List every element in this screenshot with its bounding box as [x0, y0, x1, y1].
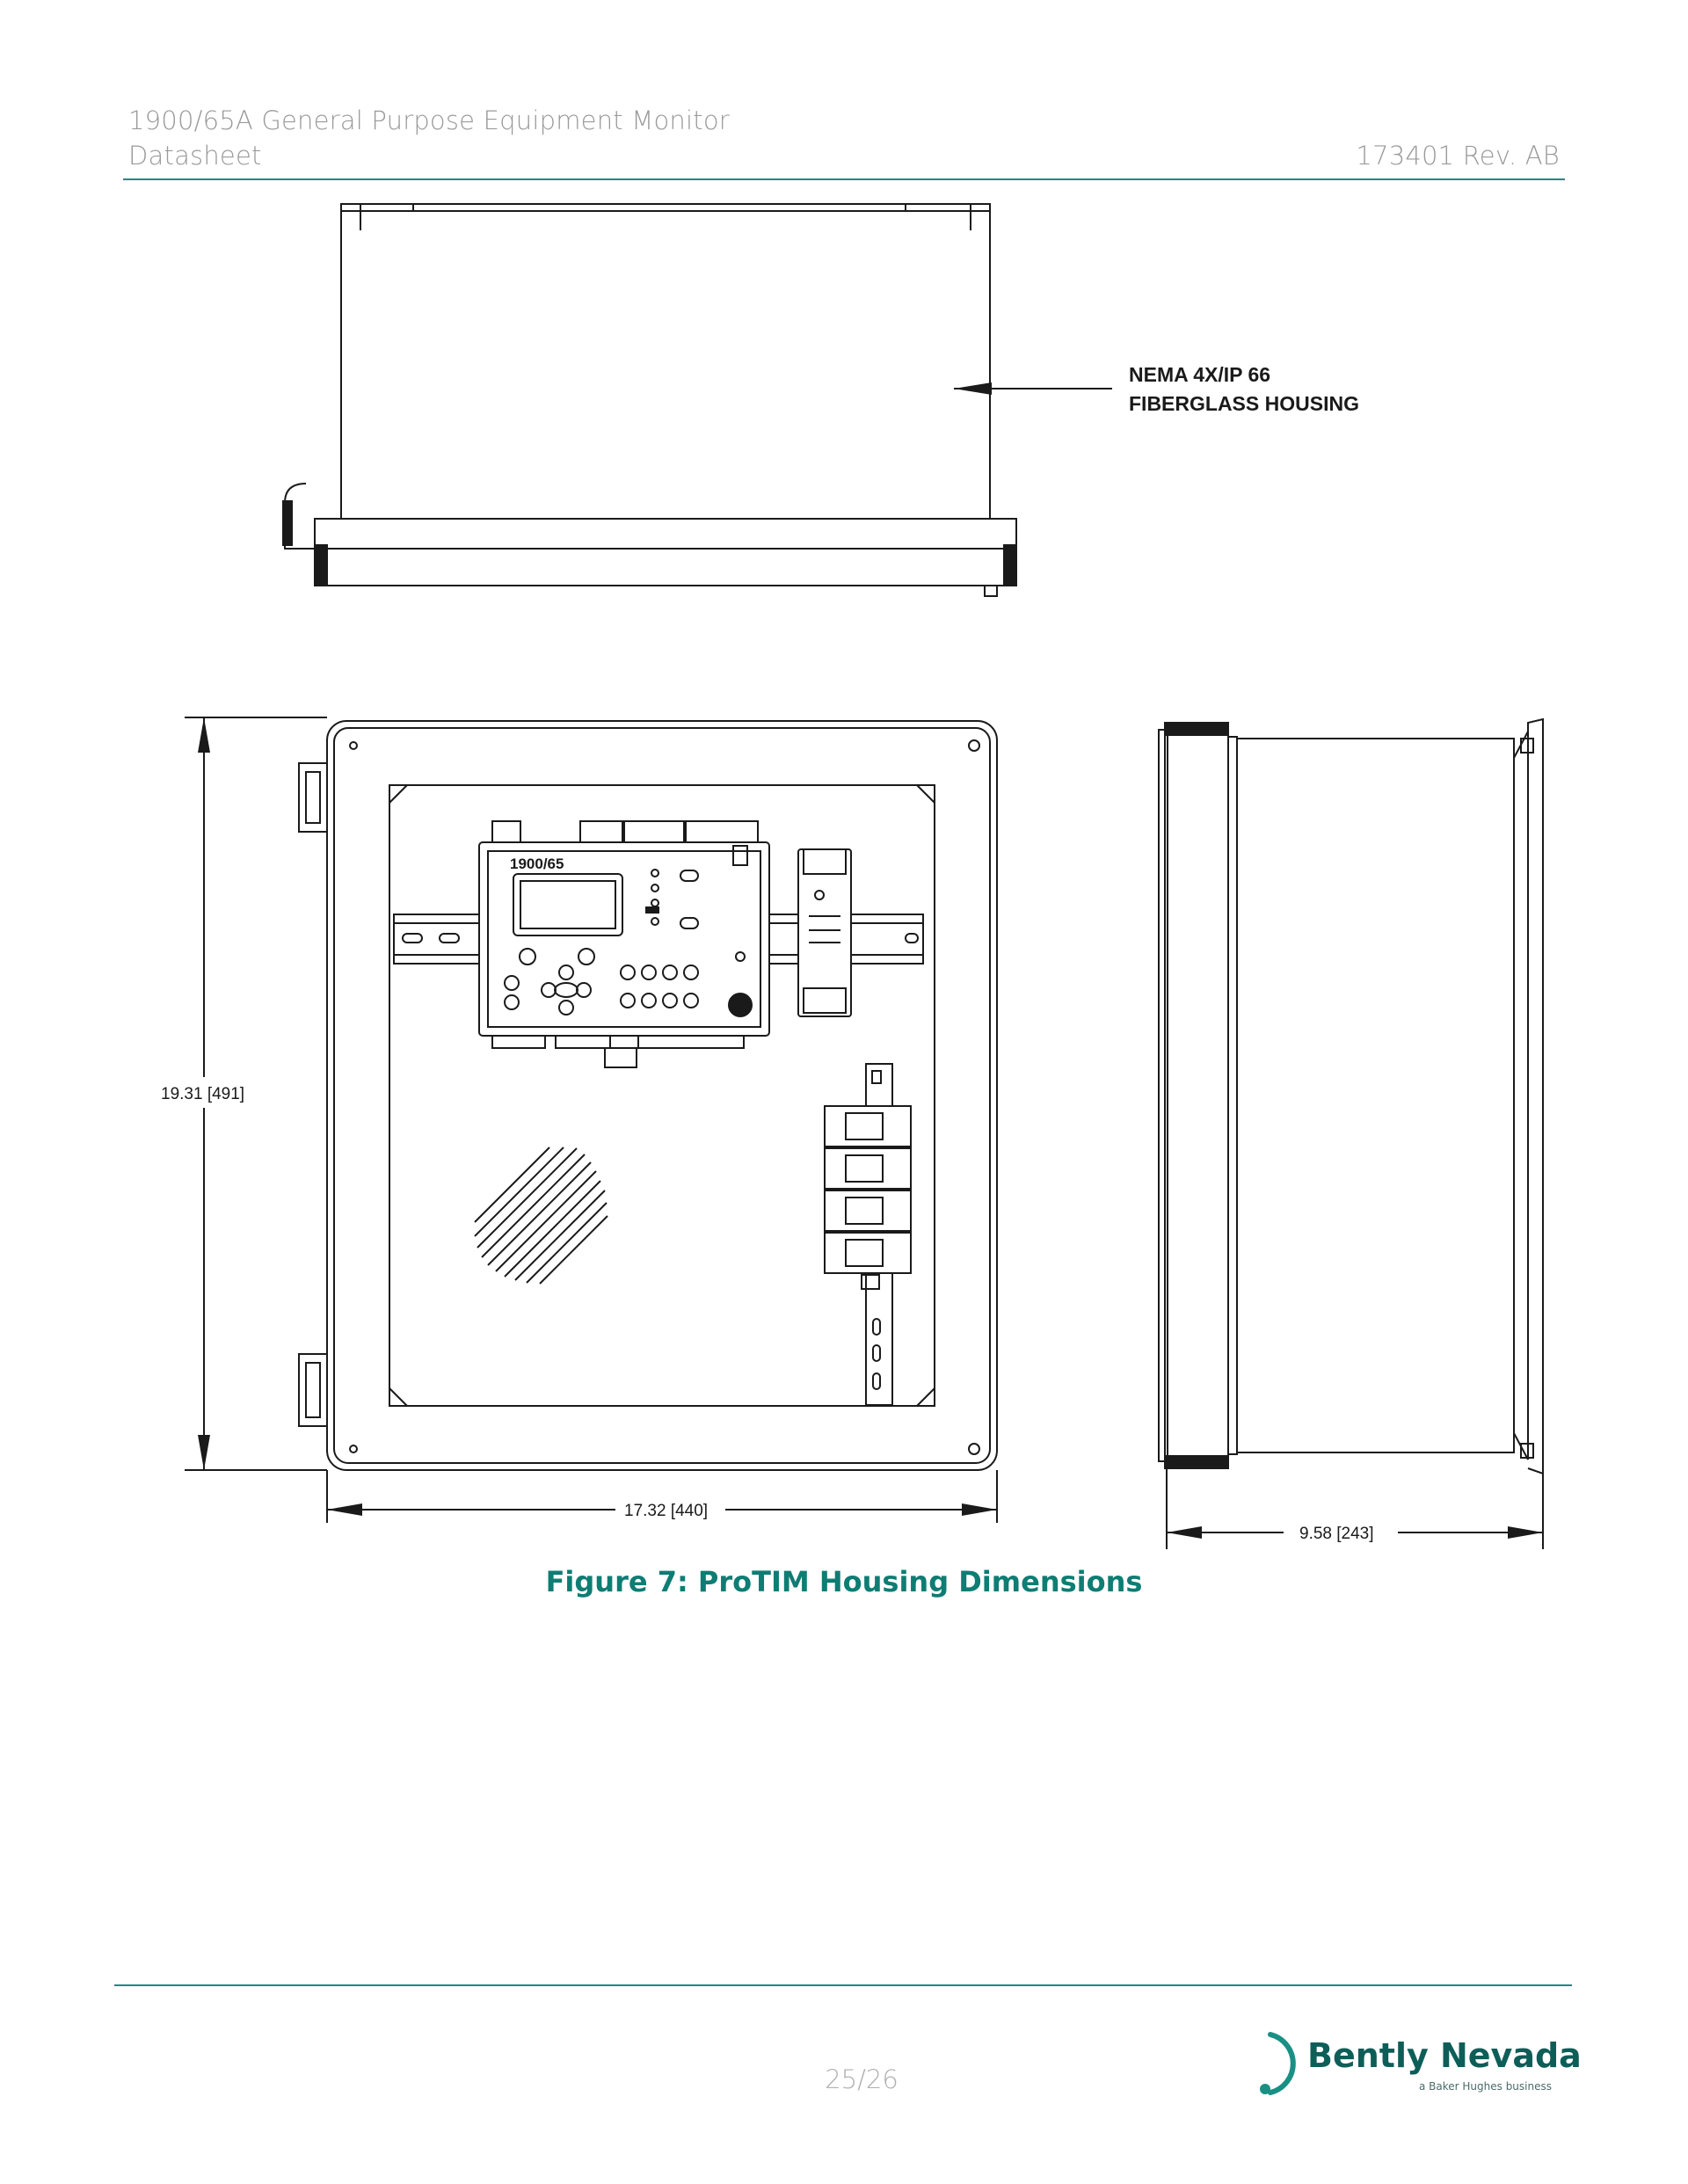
device-model-label: 1900/65 [510, 855, 564, 872]
side-view [1158, 717, 1544, 1475]
housing-dimension-drawing: NEMA 4X/IP 66 FIBERGLASS HOUSING 1900/65 [161, 203, 1544, 1549]
bently-nevada-logo: Bently Nevada a Baker Hughes business [1253, 2029, 1582, 2100]
callout-arrow [954, 382, 1112, 395]
logo-arc-icon [1260, 2032, 1296, 2095]
depth-dimension [1166, 1468, 1544, 1549]
header-divider [123, 178, 1565, 180]
height-dimension-label: 19.31 [491] [161, 1085, 244, 1103]
figure-caption: Figure 7: ProTIM Housing Dimensions [545, 1565, 1143, 1598]
speaker-grille [474, 1147, 608, 1285]
document-revision: 173401 Rev. AB [1356, 141, 1560, 171]
footer-divider [114, 1984, 1572, 1986]
brand-tagline: a Baker Hughes business [1418, 2080, 1552, 2093]
document-title: 1900/65A General Purpose Equipment Monit… [128, 106, 730, 135]
height-dimension [185, 717, 327, 1471]
width-dimension [326, 1470, 998, 1523]
depth-dimension-label: 9.58 [243] [1299, 1525, 1374, 1543]
top-view [282, 203, 1017, 597]
brand-name: Bently Nevada [1307, 2036, 1582, 2075]
width-dimension-label: 17.32 [440] [624, 1502, 708, 1520]
document-type: Datasheet [128, 141, 262, 171]
callout-text-line1: NEMA 4X/IP 66 [1129, 363, 1270, 386]
front-view: 1900/65 [298, 720, 998, 1471]
page-number: 25/26 [825, 2064, 899, 2094]
callout-text-line2: FIBERGLASS HOUSING [1129, 392, 1359, 415]
